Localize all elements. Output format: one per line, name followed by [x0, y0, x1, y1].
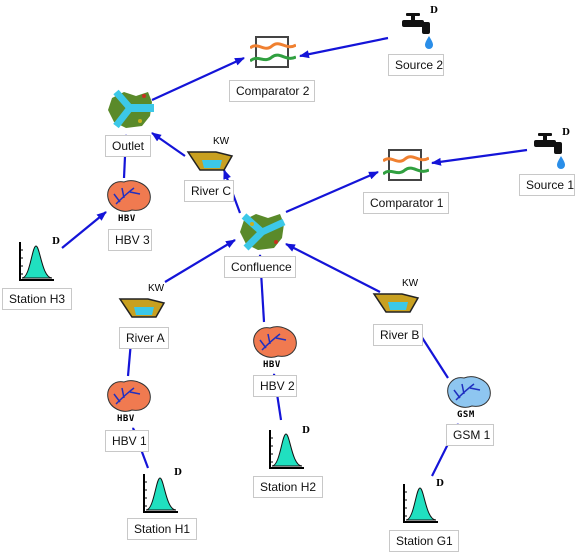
hbv1-tag: HBV — [117, 414, 135, 424]
catchment-icon[interactable] — [104, 378, 152, 414]
river-c-label[interactable]: River C — [184, 180, 234, 202]
source1-badge: D — [562, 128, 570, 138]
river-channel-icon[interactable] — [186, 146, 234, 172]
comparator-icon[interactable] — [382, 148, 430, 184]
gsm1-tag: GSM — [457, 410, 475, 420]
junction-icon[interactable] — [238, 210, 286, 252]
hbv2-tag: HBV — [263, 360, 281, 370]
edge-source2-comparator2[interactable] — [299, 36, 389, 59]
river-a-tag: KW — [148, 283, 165, 294]
tap-icon[interactable] — [398, 10, 438, 50]
catchment-icon[interactable] — [250, 324, 298, 360]
station-g1-badge: D — [436, 479, 444, 489]
gsm1-label[interactable]: GSM 1 — [446, 424, 494, 446]
river-b-label[interactable]: River B — [373, 324, 423, 346]
comparator1-label[interactable]: Comparator 1 — [363, 192, 449, 214]
source2-badge: D — [430, 6, 438, 16]
hydrograph-icon[interactable] — [18, 240, 54, 282]
river-b-tag: KW — [402, 278, 419, 289]
edge-outlet-comparator2[interactable] — [151, 56, 245, 102]
hbv2-label[interactable]: HBV 2 — [253, 375, 297, 397]
station-g1-label[interactable]: Station G1 — [389, 530, 459, 552]
edge-riverb-confluence[interactable] — [285, 243, 381, 293]
station-h2-label[interactable]: Station H2 — [253, 476, 323, 498]
river-a-label[interactable]: River A — [119, 327, 169, 349]
junction-icon[interactable] — [106, 88, 154, 130]
tap-icon[interactable] — [530, 130, 570, 170]
edge-confluence-comparator1[interactable] — [285, 170, 379, 214]
station-h3-badge: D — [52, 237, 60, 247]
station-h1-badge: D — [174, 468, 182, 478]
hydrograph-icon[interactable] — [402, 482, 438, 524]
edge-source1-comparator1[interactable] — [431, 148, 528, 166]
comparator-icon[interactable] — [249, 35, 297, 71]
source2-label[interactable]: Source 2 — [388, 54, 444, 76]
source1-label[interactable]: Source 1 — [519, 174, 575, 196]
station-h2-badge: D — [302, 426, 310, 436]
hydrograph-icon[interactable] — [142, 472, 178, 514]
river-channel-icon[interactable] — [118, 293, 166, 319]
catchment-icon[interactable] — [104, 178, 152, 214]
catchment-icon[interactable] — [444, 374, 492, 410]
edge-stationh3-hbv3[interactable] — [61, 211, 107, 249]
river-c-tag: KW — [213, 136, 230, 147]
station-h3-label[interactable]: Station H3 — [2, 288, 72, 310]
comparator2-label[interactable]: Comparator 2 — [229, 80, 315, 102]
hbv3-label[interactable]: HBV 3 — [108, 229, 152, 251]
station-h1-label[interactable]: Station H1 — [127, 518, 197, 540]
edge-riverc-outlet[interactable] — [151, 132, 186, 157]
hydrograph-icon[interactable] — [268, 428, 304, 470]
hbv1-label[interactable]: HBV 1 — [105, 430, 149, 452]
edge-rivera-confluence[interactable] — [164, 239, 236, 283]
river-channel-icon[interactable] — [372, 288, 420, 314]
hbv3-tag: HBV — [118, 214, 136, 224]
confluence-label[interactable]: Confluence — [224, 256, 296, 278]
outlet-label[interactable]: Outlet — [105, 135, 151, 157]
